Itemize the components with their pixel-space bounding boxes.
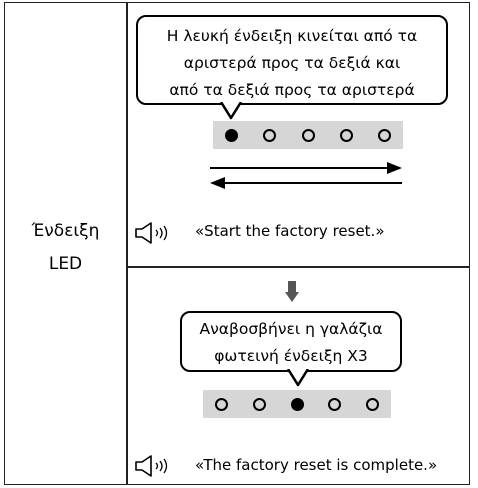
led-strip bbox=[213, 121, 403, 149]
callout-tail bbox=[287, 369, 309, 387]
speaker-icon bbox=[135, 455, 168, 477]
label-line-2: LED bbox=[48, 254, 83, 274]
led-indicator-label: Ένδειξη LED bbox=[5, 215, 126, 281]
callout-line: Η λευκή ένδειξη κινείται από τα bbox=[166, 27, 418, 45]
callout-line: φωτεινή ένδειξη X3 bbox=[214, 347, 368, 365]
led-light bbox=[263, 128, 277, 142]
callout-line: αριστερά προς τα δεξιά και bbox=[183, 54, 401, 72]
led-light bbox=[252, 397, 266, 411]
led-strip bbox=[203, 390, 391, 418]
step2-callout: Αναβοσβήνει η γαλάζια φωτεινή ένδειξη X3 bbox=[180, 311, 402, 372]
direction-arrows bbox=[210, 162, 402, 189]
led-light bbox=[339, 128, 353, 142]
instruction-table: Ένδειξη LED bbox=[4, 2, 470, 485]
led-light bbox=[328, 397, 342, 411]
row-divider bbox=[126, 266, 469, 268]
label-line-1: Ένδειξη bbox=[31, 221, 100, 241]
led-light bbox=[215, 397, 228, 411]
column-divider bbox=[126, 3, 128, 484]
led-light bbox=[366, 397, 379, 411]
led-light bbox=[378, 128, 391, 142]
speaker-icon bbox=[135, 222, 168, 244]
step1-callout: Η λευκή ένδειξη κινείται από τα αριστερά… bbox=[136, 15, 448, 105]
voice-prompt: «The factory reset is complete.» bbox=[195, 456, 438, 474]
callout-line: από τα δεξιά προς τα αριστερά bbox=[169, 81, 415, 99]
callout-tail bbox=[220, 102, 242, 120]
arrow-right-icon bbox=[210, 162, 402, 174]
callout-line: Αναβοσβήνει η γαλάζια bbox=[199, 320, 383, 338]
arrow-left-icon bbox=[210, 177, 402, 189]
led-light bbox=[301, 128, 315, 142]
led-light bbox=[225, 128, 238, 142]
arrow-down-icon bbox=[285, 281, 299, 302]
led-light bbox=[290, 397, 304, 411]
voice-prompt: «Start the factory reset.» bbox=[195, 222, 385, 240]
